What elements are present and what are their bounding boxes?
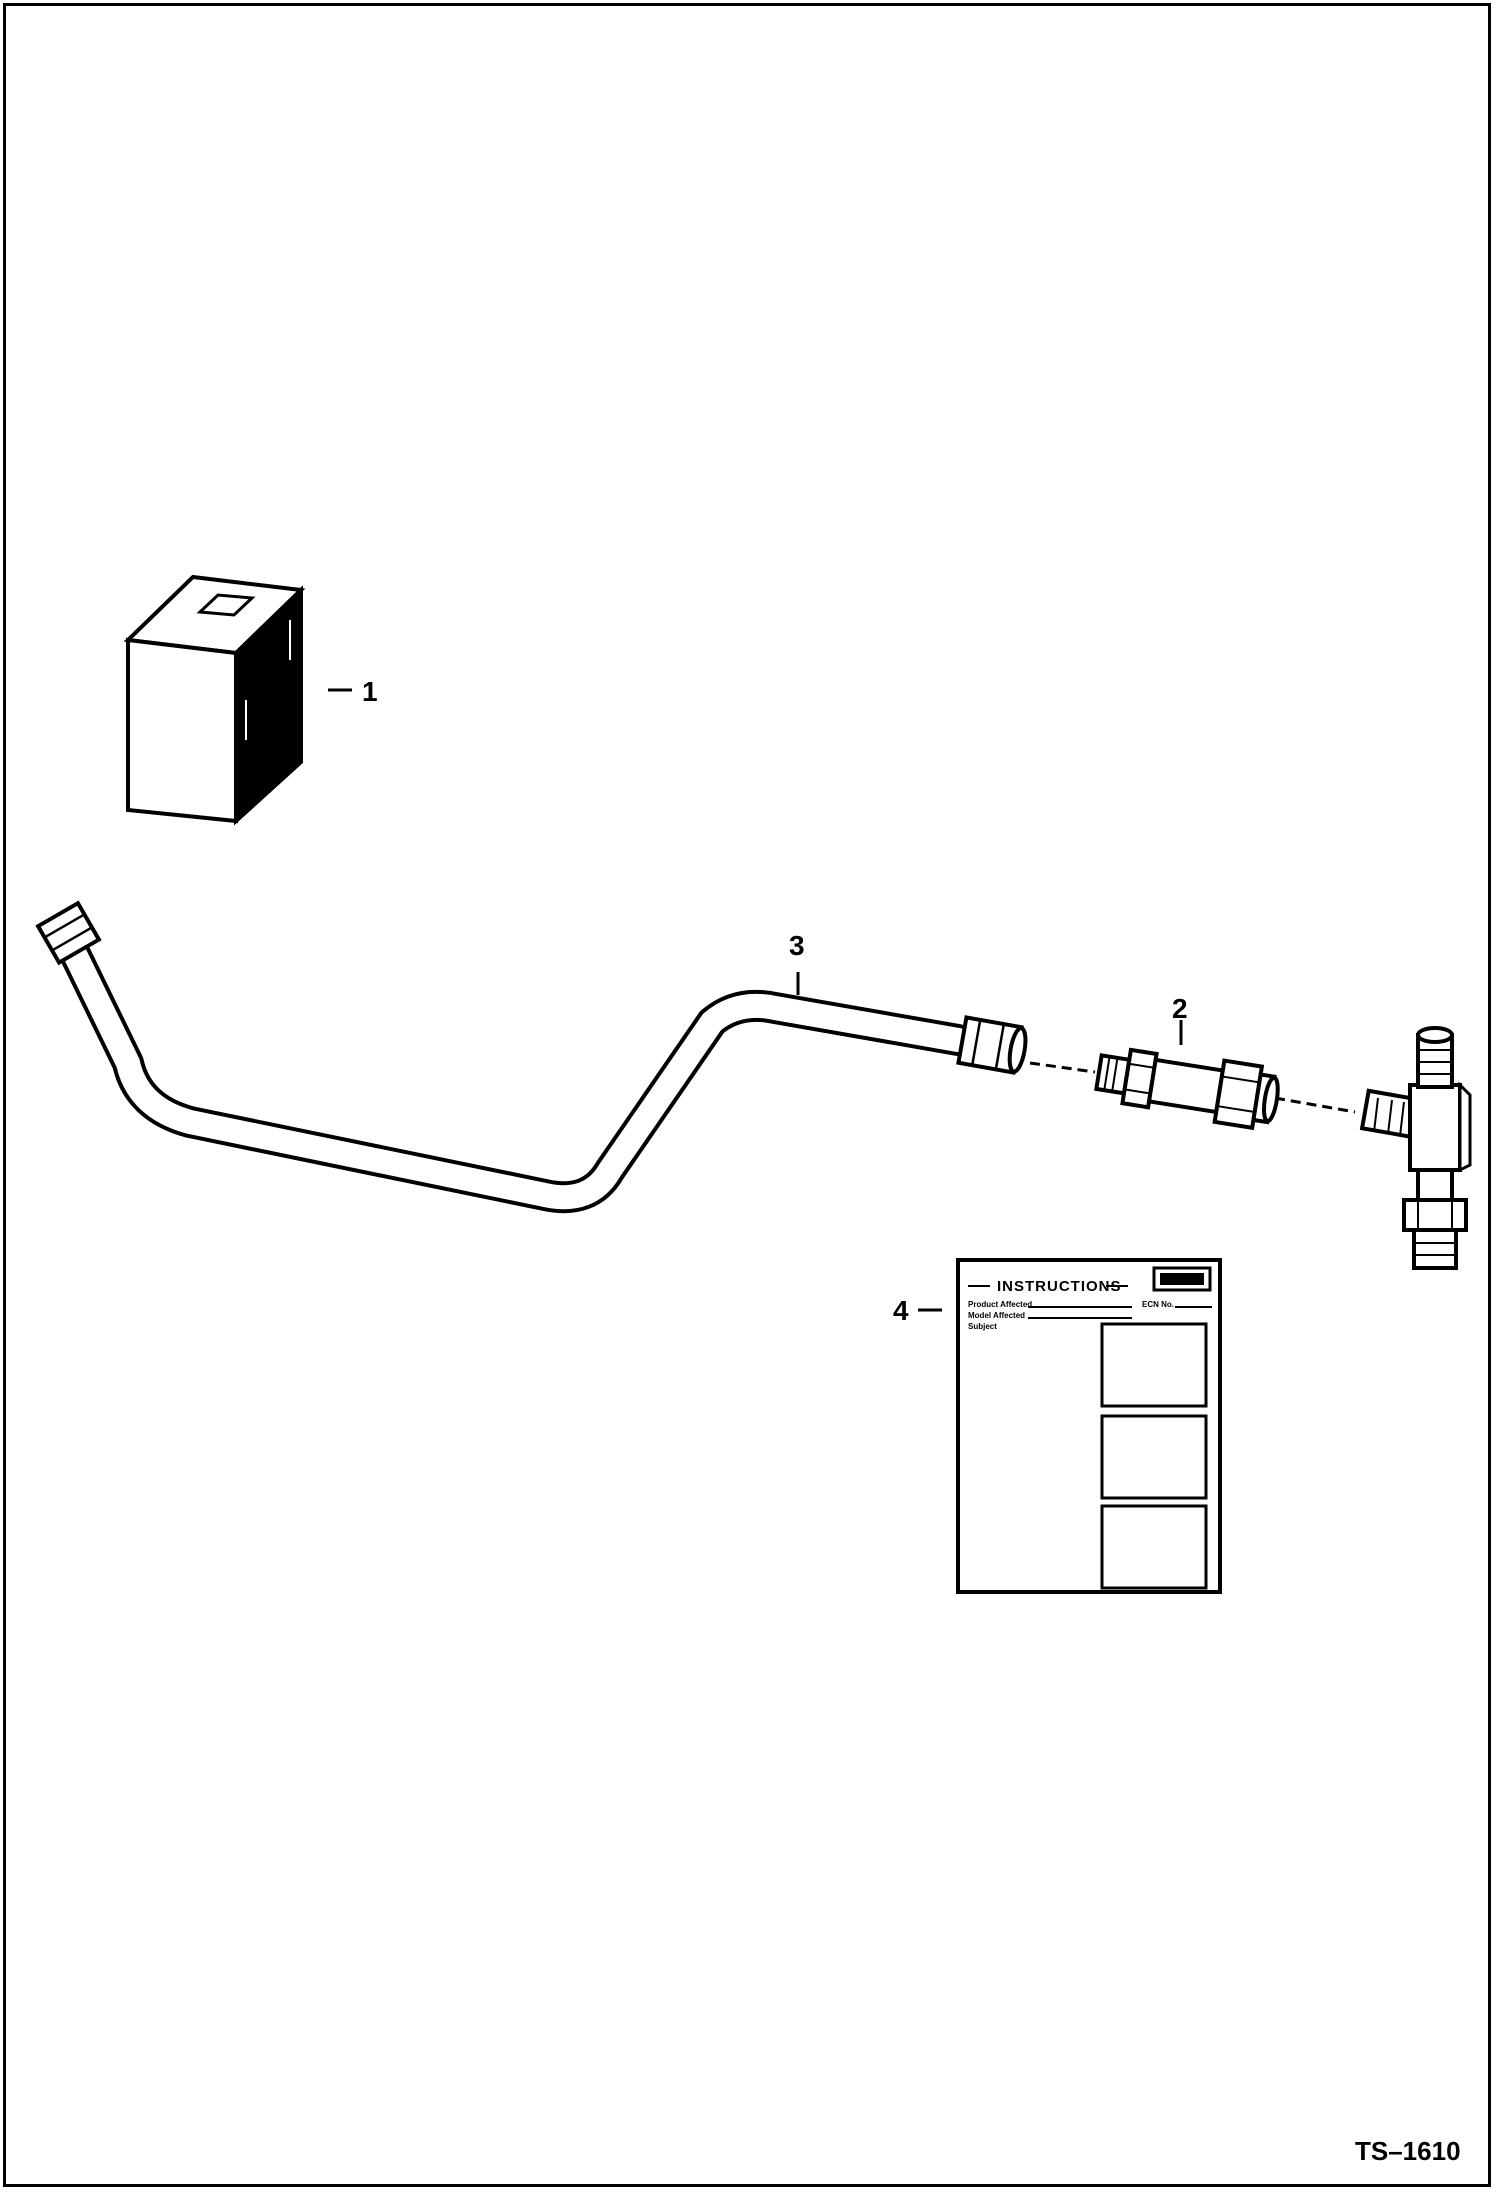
callout-3: 3 — [789, 930, 805, 961]
sheet-row2-label: Model Affected — [968, 1311, 1025, 1320]
assembly-line-b — [1274, 1096, 1356, 1114]
sheet-row1-label: Product Affected — [968, 1300, 1032, 1309]
sheet-row3-label: Subject — [968, 1322, 997, 1331]
sheet-title: INSTRUCTIONS — [997, 1278, 1122, 1295]
assembly-line-a — [1029, 1061, 1096, 1074]
check-valve — [1094, 1047, 1280, 1131]
sheet-corner-label: ECN No. — [1142, 1300, 1174, 1309]
drawing-code: TS–1610 — [1355, 2136, 1461, 2166]
callout-4: 4 — [893, 1295, 909, 1326]
instruction-sheet: INSTRUCTIONS Product Affected ECN No. Mo… — [956, 1258, 1222, 1594]
callout-1: 1 — [362, 676, 378, 707]
hydraulic-tube — [35, 900, 1028, 1214]
kit-box — [123, 574, 306, 826]
callout-2: 2 — [1172, 993, 1188, 1024]
drawing-frame — [3, 3, 1491, 2187]
tee-fitting — [1359, 1026, 1472, 1270]
